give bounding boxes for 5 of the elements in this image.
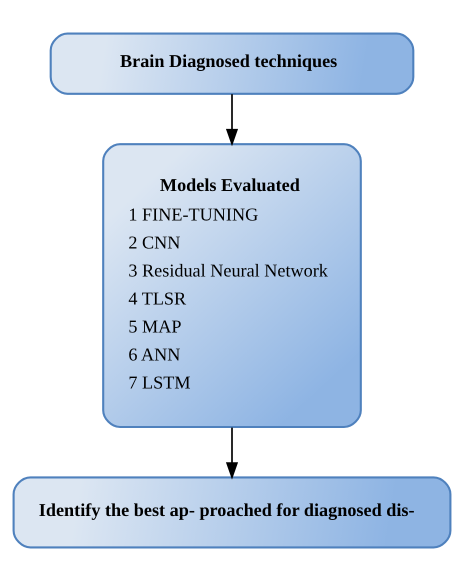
node-box: Identify the best ap- proached for diagnosed dis- [12, 476, 452, 548]
node-box: Brain Diagnosed techniques [50, 32, 414, 94]
arrow [226, 94, 238, 146]
arrow [226, 427, 238, 480]
node-box: Models Evaluated 1 FINE-TUNING 2 CNN 3 Residual Neural Network 4 TLSR 5 MAP 6 ANN 7 LSTM [102, 142, 362, 428]
